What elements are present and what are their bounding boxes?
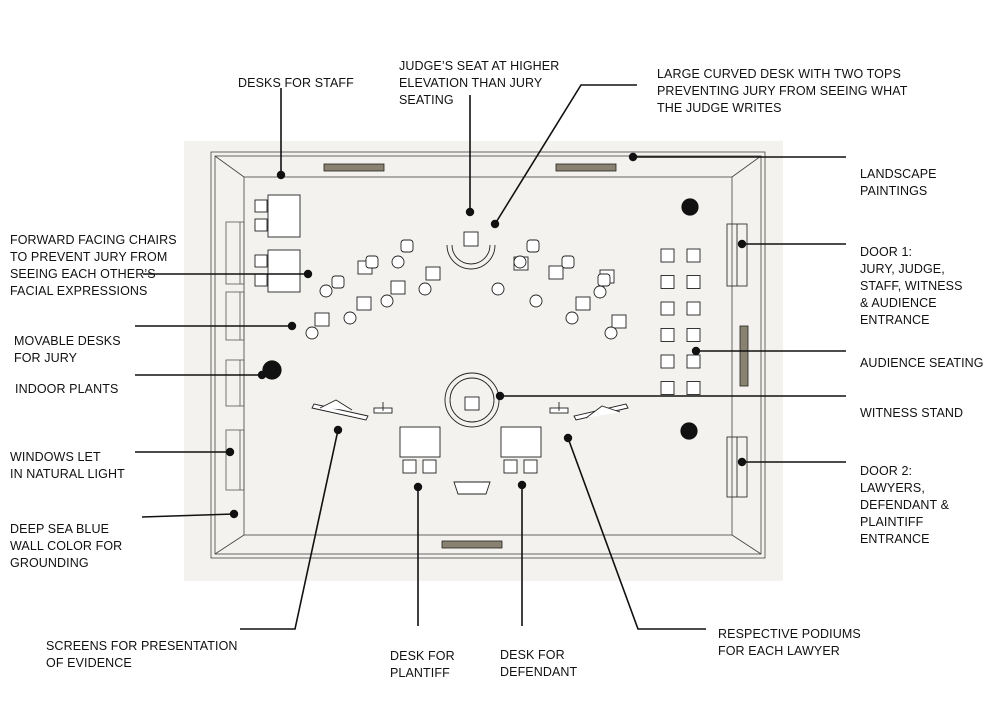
callout-dot [628, 152, 638, 162]
jury-armchair [331, 275, 345, 289]
jury-chair [491, 282, 505, 296]
audience-chair [686, 301, 701, 316]
callout-dot [225, 447, 235, 457]
label-desks-for-staff: DESKS FOR STAFF [238, 76, 354, 90]
audience-chairs [660, 248, 701, 395]
callout-line [141, 513, 235, 518]
audience-chair [660, 328, 675, 342]
jury-armchair [561, 255, 575, 269]
audience-chair [660, 275, 675, 289]
label-audience-seating: AUDIENCE SEATING [860, 356, 984, 370]
doors [726, 223, 748, 498]
callout-dot [276, 170, 286, 180]
label-indoor-plants: INDOOR PLANTS [15, 382, 119, 396]
judge-bench [446, 231, 496, 270]
callout-dot [333, 425, 343, 435]
callout-dot [257, 370, 267, 380]
jury-desk [548, 265, 564, 280]
jury-chair [604, 326, 618, 340]
callout-line [240, 429, 339, 630]
screens-and-podiums [311, 399, 629, 421]
audience-chair [686, 381, 701, 395]
room-walls [210, 151, 766, 559]
audience-chair [660, 381, 675, 395]
audience-chair [660, 354, 675, 369]
jury-armchair [365, 255, 379, 269]
label-witness-stand: WITNESS STAND [860, 406, 964, 420]
callout-line [494, 84, 637, 225]
jury-desk [314, 312, 330, 327]
landscape-paintings [323, 163, 749, 549]
callout-dot [691, 346, 701, 356]
jury-chair [565, 311, 579, 325]
windows [225, 221, 245, 491]
callout-dot [495, 391, 505, 401]
jury-chair [593, 285, 607, 299]
jury-chair [513, 255, 527, 269]
audience-chair [686, 328, 701, 342]
audience-chair [686, 248, 701, 263]
jury-chair [343, 311, 357, 325]
callout-line [567, 437, 706, 630]
jury-chair [380, 294, 394, 308]
label-door-1: DOOR 1:JURY, JUDGE,STAFF, WITNESS& AUDIE… [860, 245, 963, 327]
jury-armchair [400, 239, 414, 253]
callout-dot [413, 482, 423, 492]
jury-desk [425, 266, 441, 281]
callout-dots [225, 152, 747, 519]
callout-dot [465, 207, 475, 217]
jury-desk [356, 296, 372, 311]
jury-chair [418, 282, 432, 296]
indoor-plants [262, 198, 699, 440]
callout-dot [563, 433, 573, 443]
jury-chair [391, 255, 405, 269]
jury-armchair [526, 239, 540, 253]
callout-dot [517, 480, 527, 490]
callout-dot [737, 457, 747, 467]
jury-seating [305, 239, 627, 340]
jury-chair [305, 326, 319, 340]
audience-chair [686, 275, 701, 289]
jury-armchair [597, 273, 611, 287]
audience-chair [660, 301, 675, 316]
callout-dot [229, 509, 239, 519]
jury-chair [529, 294, 543, 308]
callout-dot [737, 239, 747, 249]
callout-lines [135, 84, 846, 630]
jury-desk [611, 314, 627, 329]
callout-dot [490, 219, 500, 229]
callout-dot [287, 321, 297, 331]
audience-chair [686, 354, 701, 369]
lawyer-desks [399, 426, 542, 495]
staff-desks [254, 194, 301, 293]
jury-desk [575, 296, 591, 311]
callout-dot [303, 269, 313, 279]
jury-desk [390, 280, 406, 295]
audience-chair [660, 248, 675, 263]
jury-chair [319, 284, 333, 298]
